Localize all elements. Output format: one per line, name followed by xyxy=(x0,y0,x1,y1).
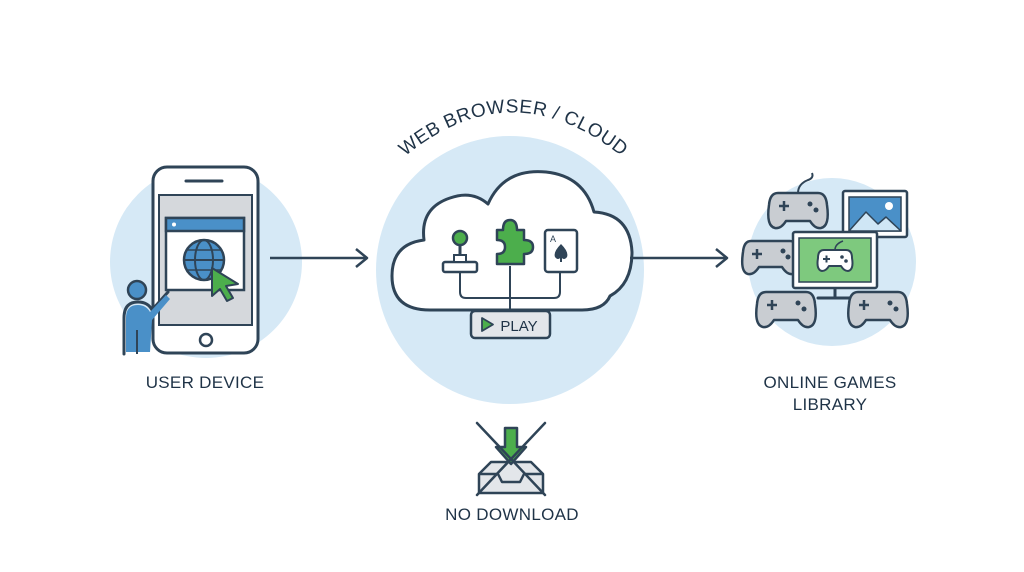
download-icon xyxy=(494,426,528,466)
play-label: PLAY xyxy=(500,318,537,335)
svg-text:A: A xyxy=(550,234,556,244)
library-group xyxy=(740,172,916,346)
user-device-group xyxy=(110,165,302,358)
playing-card-icon: A xyxy=(543,228,579,274)
puzzle-icon xyxy=(495,218,535,266)
no-download-group xyxy=(475,421,547,497)
gamepad-icon xyxy=(740,239,801,276)
joystick-icon xyxy=(441,229,479,274)
inbox-tray-icon xyxy=(477,460,545,495)
play-button[interactable]: PLAY xyxy=(469,309,552,340)
gamepad-icon xyxy=(767,172,829,230)
cursor-icon xyxy=(211,267,239,302)
play-icon xyxy=(481,317,494,332)
smartphone-icon xyxy=(151,165,260,355)
gamepad-icon xyxy=(755,290,817,329)
gamepad-icon xyxy=(816,240,854,272)
monitor-icon xyxy=(791,230,879,300)
user-device-label: USER DEVICE xyxy=(145,373,265,392)
arrow-device-to-cloud xyxy=(270,248,369,268)
games-library-label: ONLINE GAMES LIBRARY xyxy=(763,373,897,414)
no-download-label: NO DOWNLOAD xyxy=(445,505,579,524)
gamepad-icon xyxy=(847,290,909,329)
image-icon xyxy=(841,189,909,239)
cloud-group: WEB BROWSER / CLOUD A PLAY xyxy=(376,96,644,404)
cross-out-icon xyxy=(475,421,547,497)
person-icon xyxy=(122,279,170,356)
arrow-cloud-to-library xyxy=(630,248,729,268)
